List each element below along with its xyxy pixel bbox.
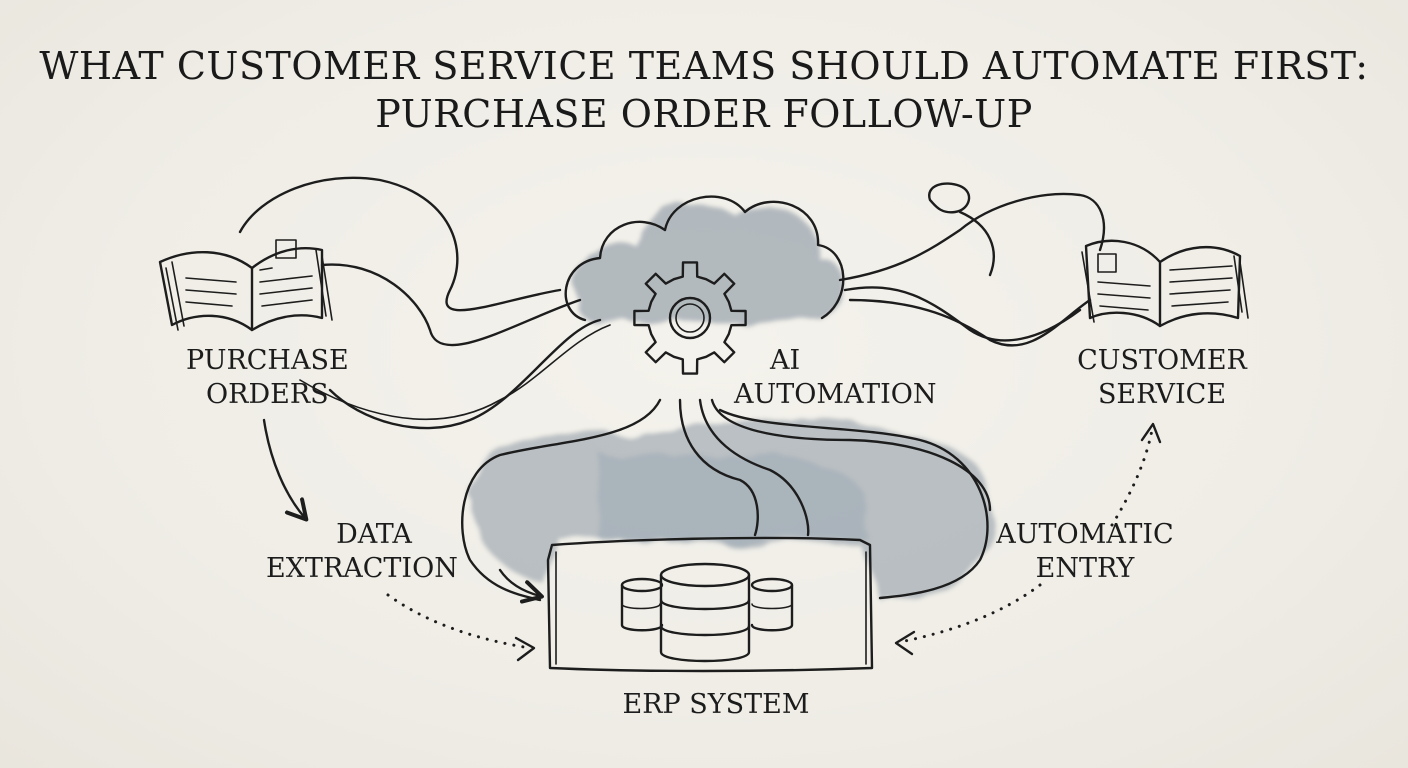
- title-line-1: WHAT CUSTOMER SERVICE TEAMS SHOULD AUTOM…: [39, 44, 1369, 88]
- erp-system-box: [546, 536, 874, 673]
- data-extraction-label-line-2: EXTRACTION: [266, 553, 458, 584]
- automatic-entry-label-line-1: AUTOMATIC: [996, 519, 1174, 550]
- arrowhead-extraction-to-erp: [514, 636, 536, 662]
- purchase-orders-book-icon: [158, 176, 562, 332]
- ai-automation-label-line-2: AUTOMATION: [734, 379, 937, 410]
- edge-label-data-extraction: DATA EXTRACTION: [266, 518, 458, 586]
- arrowhead-entry-to-erp: [894, 630, 916, 656]
- flow-swirls: [299, 182, 1106, 602]
- gear-icon: [633, 261, 747, 375]
- watercolor-wash: [469, 202, 992, 600]
- purchase-orders-label-line-2: ORDERS: [206, 379, 329, 410]
- ai-automation-label-line-1: AI: [770, 345, 801, 376]
- title-line-2: PURCHASE ORDER FOLLOW-UP: [375, 92, 1033, 136]
- customer-service-label-line-1: CUSTOMER: [1077, 345, 1247, 376]
- customer-service-book-icon: [1081, 239, 1249, 328]
- automatic-entry-label-line-2: ENTRY: [1035, 553, 1135, 584]
- arrow-swirl-to-erp: [498, 568, 544, 604]
- database-icon: [620, 562, 794, 663]
- data-extraction-label-line-1: DATA: [336, 519, 412, 550]
- purchase-orders-label-line-1: PURCHASE: [186, 345, 349, 376]
- node-label-purchase-orders: PURCHASE ORDERS: [186, 344, 349, 412]
- arrow-extraction-to-erp: [386, 593, 532, 650]
- customer-service-label-line-2: SERVICE: [1097, 379, 1227, 410]
- cloud-icon: [564, 195, 845, 322]
- arrowhead-to-customer-service: [1140, 422, 1162, 444]
- node-label-ai-automation: AI AUTOMATION: [734, 344, 937, 412]
- edge-label-automatic-entry: AUTOMATIC ENTRY: [995, 518, 1175, 586]
- node-label-erp-system: ERP SYSTEM: [622, 689, 810, 720]
- arrow-orders-to-extraction: [262, 418, 309, 522]
- arrow-entry-to-erp: [898, 583, 1042, 644]
- node-label-customer-service: CUSTOMER SERVICE: [1072, 344, 1252, 412]
- arrow-entry-to-customer-service: [1110, 428, 1154, 527]
